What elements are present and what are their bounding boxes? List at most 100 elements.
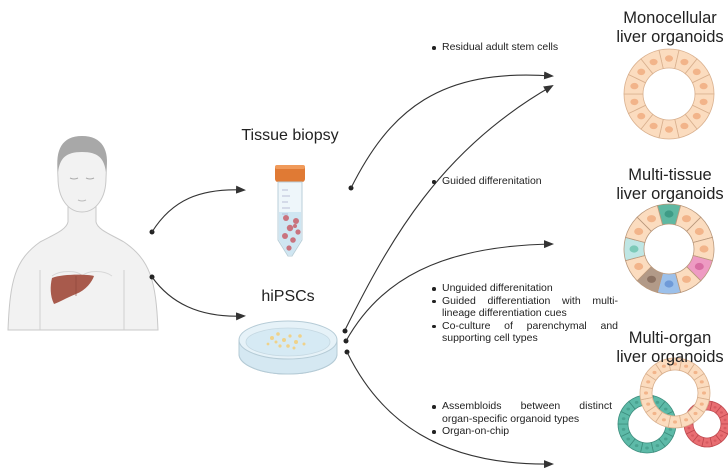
biopsy-tube-icon — [275, 165, 305, 257]
cell-nucleus — [626, 437, 631, 441]
route-residual-list: Residual adult stem cells — [428, 41, 612, 54]
cell-nucleus — [719, 434, 723, 437]
cell-nucleus — [663, 407, 668, 411]
route-multi-tissue-list: Unguided differenitation Guided differen… — [428, 282, 618, 345]
arrow-to-hipscs — [151, 276, 246, 321]
cell-nucleus — [644, 391, 648, 395]
tissue-biopsy-label: Tissue biopsy — [241, 127, 339, 144]
cell-nucleus — [637, 112, 646, 120]
cell-nucleus — [673, 420, 677, 424]
title-line: Multi-organ — [628, 329, 712, 347]
cell-nucleus — [702, 391, 706, 395]
cell-nucleus — [655, 444, 660, 448]
cell-nucleus — [693, 370, 698, 375]
cell-nucleus — [647, 215, 656, 223]
cell-nucleus — [652, 370, 657, 375]
arrow-hipscs-to-monocellular — [344, 85, 554, 331]
arrow-dot — [342, 328, 348, 334]
cell-nucleus — [694, 262, 704, 271]
cell-nucleus — [723, 426, 727, 430]
route-item: Residual adult stem cells — [432, 41, 612, 54]
cell-nucleus — [663, 437, 668, 441]
route-guided-list: Guided differenitation — [428, 175, 612, 188]
liver-icon — [50, 274, 94, 304]
cell-nucleus — [684, 364, 689, 368]
route-item: Assembloids between distinct organ-speci… — [432, 400, 612, 425]
cell-nucleus — [719, 411, 723, 414]
title-line: liver organoids — [616, 28, 724, 46]
cell-nucleus — [661, 418, 666, 422]
route-item: Unguided differenitation — [432, 282, 618, 295]
cell-nucleus — [687, 426, 691, 430]
cell-nucleus — [697, 439, 701, 442]
route-item: Guided differentiation with multi-lineag… — [432, 294, 618, 319]
cell-nucleus — [634, 444, 639, 448]
arrow-biopsy-to-monocellular — [350, 71, 554, 189]
cell-nucleus — [713, 439, 717, 442]
arrow-hipscs-to-multi-organ — [346, 351, 554, 469]
cell-nucleus — [649, 122, 658, 130]
cell-nucleus — [682, 275, 691, 283]
cell-nucleus — [673, 362, 677, 366]
cell-nucleus — [630, 82, 639, 90]
cell-nucleus — [626, 407, 631, 411]
cell-nucleus — [646, 380, 651, 384]
title-line: Multi-tissue — [628, 166, 712, 184]
cell-nucleus — [692, 68, 701, 76]
cell-nucleus — [634, 262, 644, 271]
multi-tissue-title: Multi-tissue liver organoids — [600, 166, 728, 204]
cell-nucleus — [637, 68, 646, 76]
petri-dish-icon — [238, 320, 338, 375]
cell-nucleus — [664, 210, 674, 218]
cell-nucleus — [665, 126, 673, 133]
cell-nucleus — [664, 280, 674, 288]
route-item: Guided differenitation — [432, 175, 612, 188]
cell-nucleus — [634, 400, 639, 404]
cell-nucleus — [692, 112, 701, 120]
cell-nucleus — [680, 58, 689, 66]
monocellular-organoid-icon — [623, 48, 715, 140]
cell-nucleus — [655, 400, 660, 404]
hipscs-label: hiPSCs — [261, 288, 315, 305]
cell-nucleus — [621, 427, 626, 431]
route-multi-organ-list: Assembloids between distinct organ-speci… — [428, 400, 612, 438]
cell-nucleus — [680, 122, 689, 130]
cell-nucleus — [705, 441, 709, 444]
human-figure-icon — [7, 136, 159, 331]
cell-nucleus — [665, 55, 673, 62]
cell-nucleus — [621, 417, 626, 421]
multi-tissue-organoid-icon — [623, 203, 715, 295]
cell-nucleus — [699, 380, 704, 384]
multi-organ-title: Multi-organ liver organoids — [600, 329, 728, 367]
cell-nucleus — [645, 446, 649, 450]
route-item: Organ-on-chip — [432, 425, 612, 438]
title-line: liver organoids — [616, 348, 724, 366]
cell-nucleus — [661, 364, 666, 368]
route-item: Co-culture of parenchymal and supporting… — [432, 319, 618, 344]
cell-nucleus — [723, 418, 727, 422]
cell-nucleus — [684, 418, 689, 422]
title-line: Monocellular — [623, 9, 717, 27]
cell-nucleus — [699, 82, 708, 90]
cell-nucleus — [691, 434, 695, 437]
cell-nucleus — [629, 245, 639, 253]
cell-nucleus — [646, 402, 651, 406]
cell-nucleus — [699, 245, 709, 253]
cell-nucleus — [713, 406, 717, 409]
cell-nucleus — [668, 427, 673, 431]
cell-nucleus — [634, 227, 644, 236]
arrow-to-biopsy — [151, 185, 246, 233]
multi-organ-organoid-icon — [617, 357, 728, 454]
cell-nucleus — [649, 58, 658, 66]
cell-nucleus — [630, 98, 639, 106]
cell-nucleus — [647, 275, 656, 283]
cell-nucleus — [699, 402, 704, 406]
monocellular-title: Monocellular liver organoids — [600, 9, 728, 47]
arrow-hipscs-to-multi-tissue — [345, 240, 554, 342]
cell-nucleus — [694, 227, 704, 236]
title-line: liver organoids — [616, 185, 724, 203]
cell-nucleus — [682, 215, 691, 223]
cell-nucleus — [693, 411, 698, 416]
cell-nucleus — [652, 411, 657, 416]
